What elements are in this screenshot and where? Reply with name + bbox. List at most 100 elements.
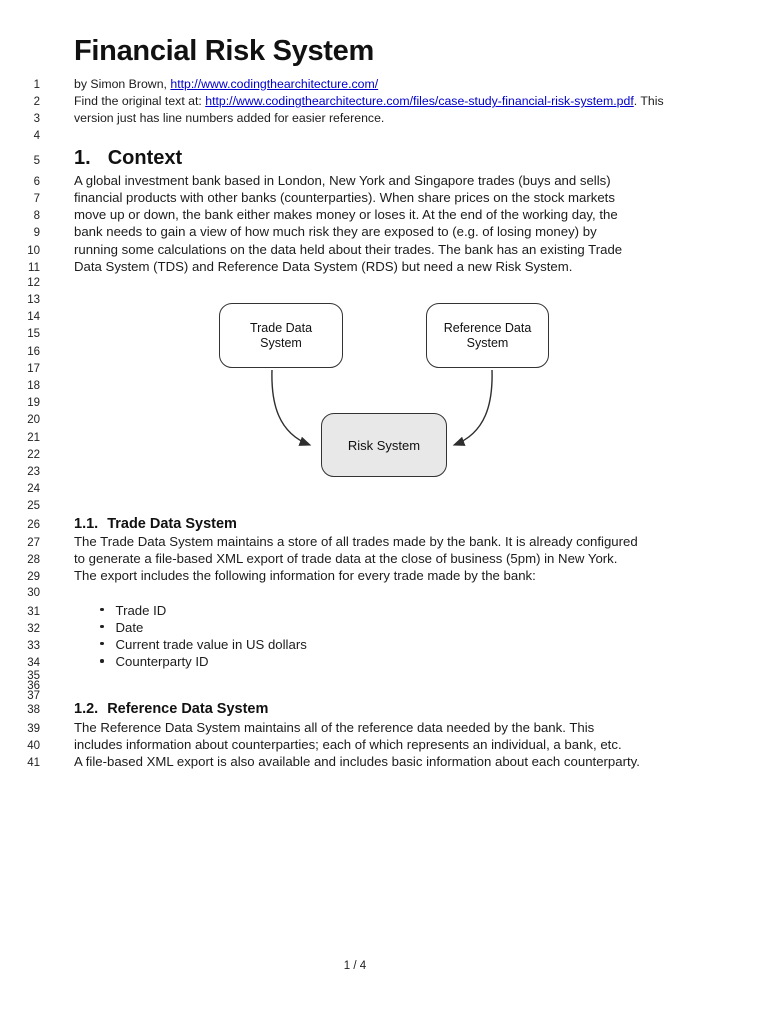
- document-line: 17: [0, 361, 768, 378]
- trade-data-system-label: Trade Data System: [249, 320, 313, 350]
- line-number: 28: [27, 554, 40, 567]
- line-text: Current trade value in US dollars: [74, 636, 307, 653]
- text-segment: Data System (TDS) and Reference Data Sys…: [74, 258, 573, 274]
- line-number: 38: [27, 704, 40, 717]
- text-segment: Date: [115, 619, 144, 635]
- bullet-icon: [100, 659, 104, 663]
- line-number: 31: [27, 605, 40, 618]
- line-text: The export includes the following inform…: [74, 567, 536, 584]
- document-title: Financial Risk System: [74, 35, 374, 67]
- line-number: 6: [33, 175, 40, 188]
- text-segment: Counterparty ID: [115, 654, 209, 670]
- line-text: A file-based XML export is also availabl…: [74, 753, 640, 770]
- document-line: 29 The export includes the following info…: [0, 567, 768, 584]
- line-text: Counterparty ID: [74, 653, 209, 670]
- document-line: 28 to generate a file-based XML export of…: [0, 550, 768, 567]
- line-number: 15: [27, 328, 40, 341]
- heading-number: 1.2.: [74, 701, 99, 718]
- line-number: 35: [27, 669, 40, 682]
- document-line: 10 running some calculations on the data …: [0, 241, 768, 258]
- line-number: 25: [27, 500, 40, 513]
- line-text: 1.2. Reference Data System: [74, 701, 268, 719]
- line-number: 13: [27, 294, 40, 307]
- text-segment: A global investment bank based in London…: [74, 172, 611, 188]
- line-text: 1.1. Trade Data System: [74, 516, 237, 534]
- text-segment: The export includes the following inform…: [74, 568, 536, 584]
- document-line: 21: [0, 430, 768, 447]
- line-number: 9: [33, 227, 40, 240]
- text-segment: Trade Data System: [107, 515, 237, 532]
- line-text: The Trade Data System maintains a store …: [74, 533, 638, 550]
- trade-data-system-box: Trade Data System: [219, 303, 343, 368]
- hyperlink[interactable]: http://www.codingthearchitecture.com/fil…: [205, 94, 634, 109]
- page-number: 1 / 4: [343, 960, 367, 972]
- line-number: 14: [27, 311, 40, 324]
- document-line: 38 1.2. Reference Data System: [0, 701, 768, 719]
- line-number: 5: [33, 154, 40, 167]
- line-number: 32: [27, 622, 40, 635]
- diagram-arrows: [271, 369, 493, 446]
- document-line: 19: [0, 395, 768, 412]
- document-line: 5 1.Context: [0, 145, 768, 172]
- text-segment: A file-based XML export is also availabl…: [74, 754, 640, 770]
- risk-system-label: Risk System: [347, 437, 421, 453]
- text-segment: by Simon Brown,: [74, 77, 171, 91]
- document-line: 18: [0, 378, 768, 395]
- line-number: 20: [27, 414, 40, 427]
- document-line: 2 Find the original text at: http://www.c…: [0, 93, 768, 110]
- heading-number: 1.: [74, 146, 91, 169]
- document-line: 6 A global investment bank based in Londo…: [0, 172, 768, 189]
- line-number: 21: [27, 431, 40, 444]
- document-line: 24: [0, 481, 768, 498]
- text-segment: to generate a file-based XML export of t…: [74, 551, 618, 567]
- bullet-icon: [100, 607, 104, 612]
- line-number: 17: [27, 362, 40, 375]
- line-number: 16: [27, 345, 40, 358]
- document-line: 37: [0, 690, 768, 702]
- risk-system-box: Risk System: [321, 413, 447, 477]
- document-line: 14: [0, 309, 768, 326]
- line-text: running some calculations on the data he…: [74, 241, 622, 258]
- line-number: 11: [28, 261, 40, 274]
- line-number: 39: [27, 722, 40, 735]
- line-text: includes information about counterpartie…: [74, 736, 622, 753]
- document-line: 27 The Trade Data System maintains a stor…: [0, 533, 768, 550]
- text-segment: financial products with other banks (cou…: [74, 189, 615, 205]
- line-text: A global investment bank based in London…: [74, 172, 611, 189]
- line-number: 30: [27, 586, 40, 599]
- line-text: 1.Context: [74, 145, 182, 172]
- line-number: 10: [27, 244, 40, 257]
- document-line: 4: [0, 128, 768, 145]
- arrow-trade-to-risk-icon: [271, 369, 312, 446]
- hyperlink[interactable]: http://www.codingthearchitecture.com/: [170, 77, 379, 91]
- document-line: 30: [0, 585, 768, 602]
- text-segment: Reference Data System: [107, 701, 269, 718]
- line-text: Find the original text at: http://www.co…: [74, 93, 664, 110]
- text-segment: Find the original text at:: [74, 94, 206, 109]
- line-text: Data System (TDS) and Reference Data Sys…: [74, 258, 572, 275]
- text-segment: The Trade Data System maintains a store …: [74, 534, 638, 549]
- line-number: 29: [27, 571, 40, 584]
- text-segment: includes information about counterpartie…: [74, 737, 622, 753]
- line-number: 4: [33, 129, 40, 142]
- line-number: 2: [33, 96, 40, 109]
- line-text: version just has line numbers added for …: [74, 110, 384, 127]
- line-number: 27: [27, 537, 40, 549]
- line-text: Date: [74, 619, 143, 636]
- heading-number: 1.1.: [74, 515, 99, 532]
- document-line: 25: [0, 498, 768, 515]
- text-segment: running some calculations on the data he…: [74, 241, 623, 257]
- document-line: 20: [0, 412, 768, 429]
- line-number: 41: [27, 757, 40, 770]
- bullet-icon: [100, 624, 104, 629]
- text-segment: version just has line numbers added for …: [74, 111, 385, 126]
